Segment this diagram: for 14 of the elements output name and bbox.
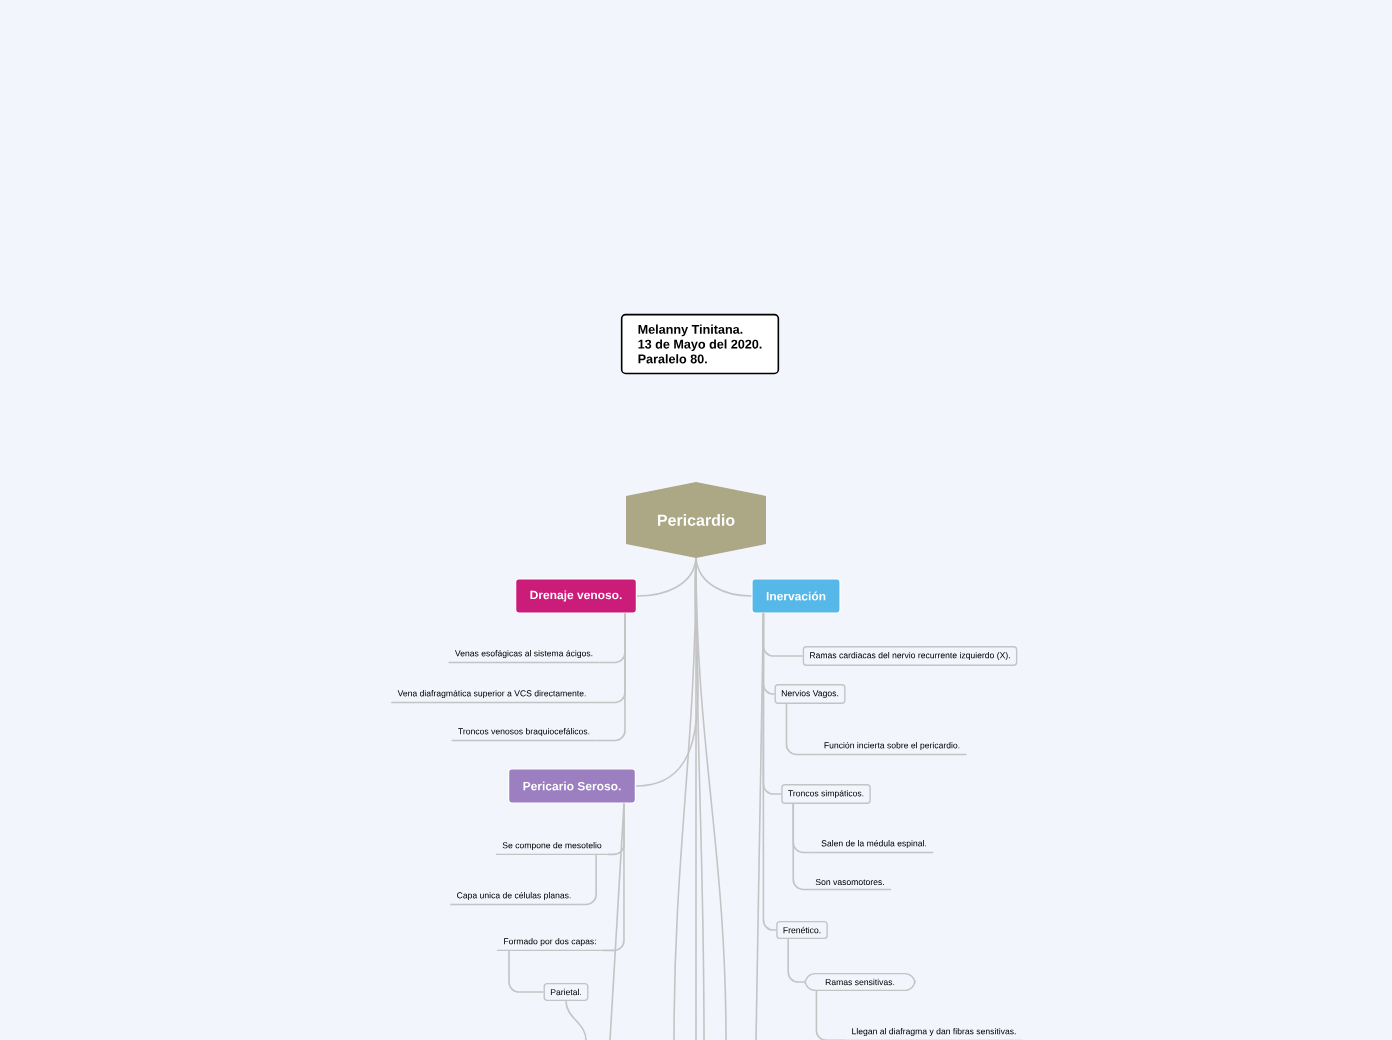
connector-line [787, 938, 806, 983]
connector-line [595, 612, 626, 742]
connector-line [565, 1000, 587, 1040]
connector-line [695, 557, 753, 597]
central-topic-hexagon: Pericardio [626, 482, 766, 558]
connector-line [602, 802, 625, 952]
connector-line [785, 703, 819, 756]
connector-line [636, 557, 697, 597]
connector-line [792, 803, 810, 891]
connector-line [577, 853, 597, 906]
connector-line [755, 612, 765, 1040]
connector-line [508, 949, 545, 993]
connector-line [695, 557, 727, 1040]
connector-line [609, 802, 625, 1040]
